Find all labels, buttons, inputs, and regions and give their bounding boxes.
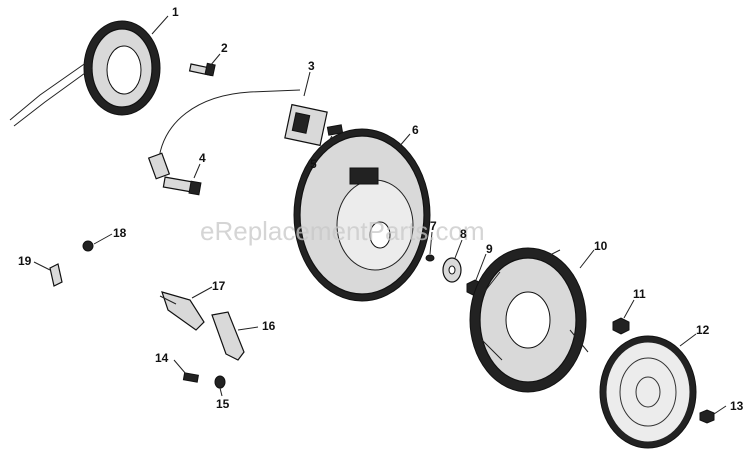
ground-clip	[49, 263, 63, 287]
callout-8: 8	[460, 227, 467, 241]
callout-7: 7	[430, 219, 437, 233]
callout-4: 4	[199, 151, 206, 165]
watermark: eReplacementParts.com	[200, 216, 485, 246]
callout-10: 10	[594, 239, 608, 253]
stator	[9, 20, 161, 127]
callout-2: 2	[221, 41, 228, 55]
callout-11: 11	[633, 287, 646, 301]
bracket-nut	[214, 375, 226, 389]
callout-9: 9	[486, 242, 493, 256]
callout-5: 5	[310, 157, 317, 171]
spark-plug	[162, 176, 202, 196]
fan-screw	[612, 317, 630, 335]
callout-13: 13	[730, 399, 744, 413]
leader-lines	[33, 15, 727, 415]
ignition-module	[147, 89, 328, 180]
screw	[326, 124, 344, 136]
callout-15: 15	[216, 397, 230, 411]
washer	[442, 257, 462, 283]
callout-12: 12	[696, 323, 710, 337]
brake-switch	[159, 291, 205, 331]
callout-19: 19	[18, 254, 32, 268]
ground-nut	[82, 240, 94, 252]
callout-3: 3	[308, 59, 315, 73]
brake-bracket	[211, 311, 245, 361]
callout-17: 17	[212, 279, 226, 293]
callout-16: 16	[262, 319, 276, 333]
bracket-screw	[182, 372, 199, 383]
flywheel	[293, 128, 431, 302]
screen-nut	[699, 409, 715, 424]
callout-14: 14	[155, 351, 169, 365]
callout-1: 1	[172, 5, 179, 19]
cooling-fan	[469, 247, 589, 393]
grass-screen	[599, 335, 697, 449]
callout-18: 18	[113, 226, 127, 240]
bolt	[188, 62, 216, 77]
woodruff-key	[425, 254, 435, 262]
callout-6: 6	[412, 123, 419, 137]
